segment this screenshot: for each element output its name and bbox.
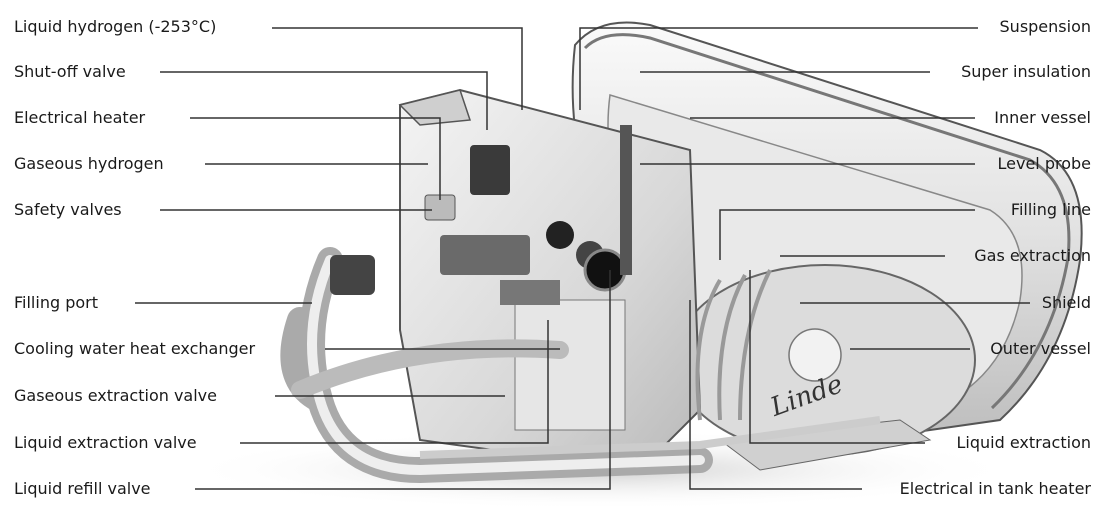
label-liquid-extraction-valve: Liquid extraction valve (14, 433, 197, 452)
label-cooling-water-heat-exchanger: Cooling water heat exchanger (14, 339, 256, 358)
label-suspension: Suspension (999, 17, 1091, 36)
label-gas-extraction: Gas extraction (974, 246, 1091, 265)
leader-lines (135, 27, 1030, 490)
label-outer-vessel: Outer vessel (990, 339, 1091, 358)
label-electrical-heater: Electrical heater (14, 108, 146, 127)
heat-exchanger-box (514, 299, 626, 431)
label-level-probe: Level probe (997, 154, 1092, 173)
filling-port-tube-highlight (307, 255, 705, 476)
label-liquid-hydrogen: Liquid hydrogen (-253°C) (14, 17, 217, 36)
outer-vessel-rim (583, 33, 1071, 410)
valve-block (470, 145, 510, 195)
label-safety-valves: Safety valves (14, 200, 122, 219)
label-gaseous-extraction-valve: Gaseous extraction valve (14, 386, 217, 405)
internal-pipes (695, 269, 772, 421)
label-electrical-in-tank-heater: Electrical in tank heater (899, 479, 1091, 498)
label-gaseous-hydrogen: Gaseous hydrogen (14, 154, 164, 173)
label-shut-off-valve: Shut-off valve (14, 62, 126, 81)
label-filling-port: Filling port (14, 293, 98, 312)
bottom-pipes (419, 416, 881, 459)
end-cap-port (788, 328, 842, 382)
valve-block-2 (440, 235, 530, 275)
label-liquid-refill-valve: Liquid refill valve (14, 479, 151, 498)
lower-valve-block (500, 280, 560, 305)
level-probe (620, 125, 632, 275)
gauge-3 (583, 248, 627, 292)
gauge-1 (546, 221, 574, 249)
label-super-insulation: Super insulation (961, 62, 1091, 81)
label-filling-line: Filling line (1010, 200, 1091, 219)
label-liquid-extraction: Liquid extraction (956, 433, 1091, 452)
filling-port-coupling (330, 255, 375, 295)
label-shield: Shield (1041, 293, 1091, 312)
label-inner-vessel: Inner vessel (994, 108, 1091, 127)
